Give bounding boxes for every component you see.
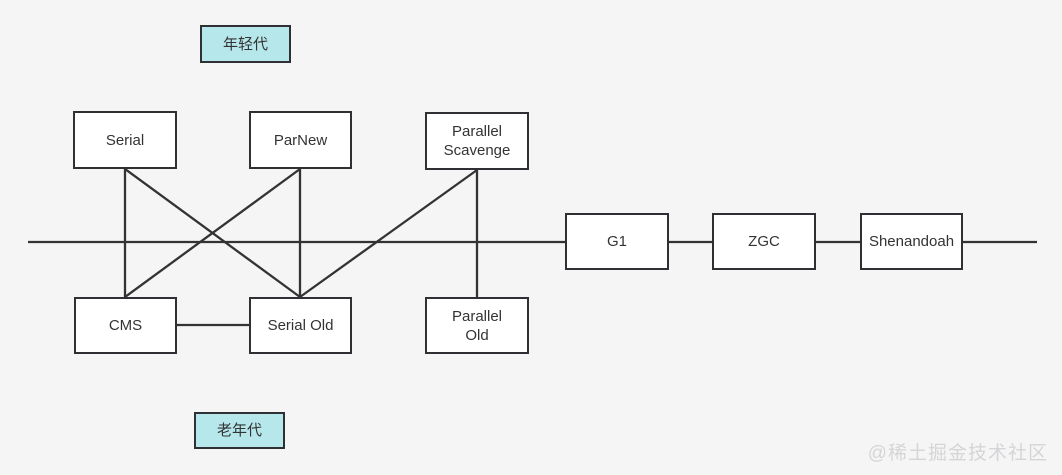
node-cms: CMS (74, 297, 177, 354)
node-parallel-old-label: Parallel Old (451, 307, 503, 344)
node-serial-old: Serial Old (249, 297, 352, 354)
node-g1-label: G1 (606, 233, 627, 250)
edge-parnew-cms (124, 168, 301, 298)
node-serial: Serial (73, 111, 177, 169)
label-old-generation-text: 老年代 (216, 422, 262, 439)
node-parnew: ParNew (249, 111, 352, 169)
node-cms-label: CMS (108, 317, 143, 334)
node-parallel-scavenge-label: Parallel Scavenge (443, 123, 511, 159)
edge-parallel-scavenge-serial-old (299, 169, 478, 298)
label-young-generation: 年轻代 (200, 25, 291, 63)
label-young-generation-text: 年轻代 (222, 35, 268, 53)
node-parallel-old: Parallel Old (425, 297, 529, 354)
node-zgc: ZGC (712, 213, 816, 270)
watermark: @稀土掘金技术社区 (867, 443, 1048, 464)
node-serial-old-label: Serial Old (267, 317, 334, 334)
node-parallel-scavenge: Parallel Scavenge (425, 112, 529, 170)
node-serial-label: Serial (105, 131, 145, 149)
node-zgc-label: ZGC (748, 233, 780, 250)
node-parnew-label: ParNew (273, 131, 328, 149)
label-old-generation: 老年代 (194, 412, 285, 449)
node-shenandoah: Shenandoah (860, 213, 963, 270)
node-g1: G1 (565, 213, 669, 270)
node-shenandoah-label: Shenandoah (868, 233, 955, 250)
